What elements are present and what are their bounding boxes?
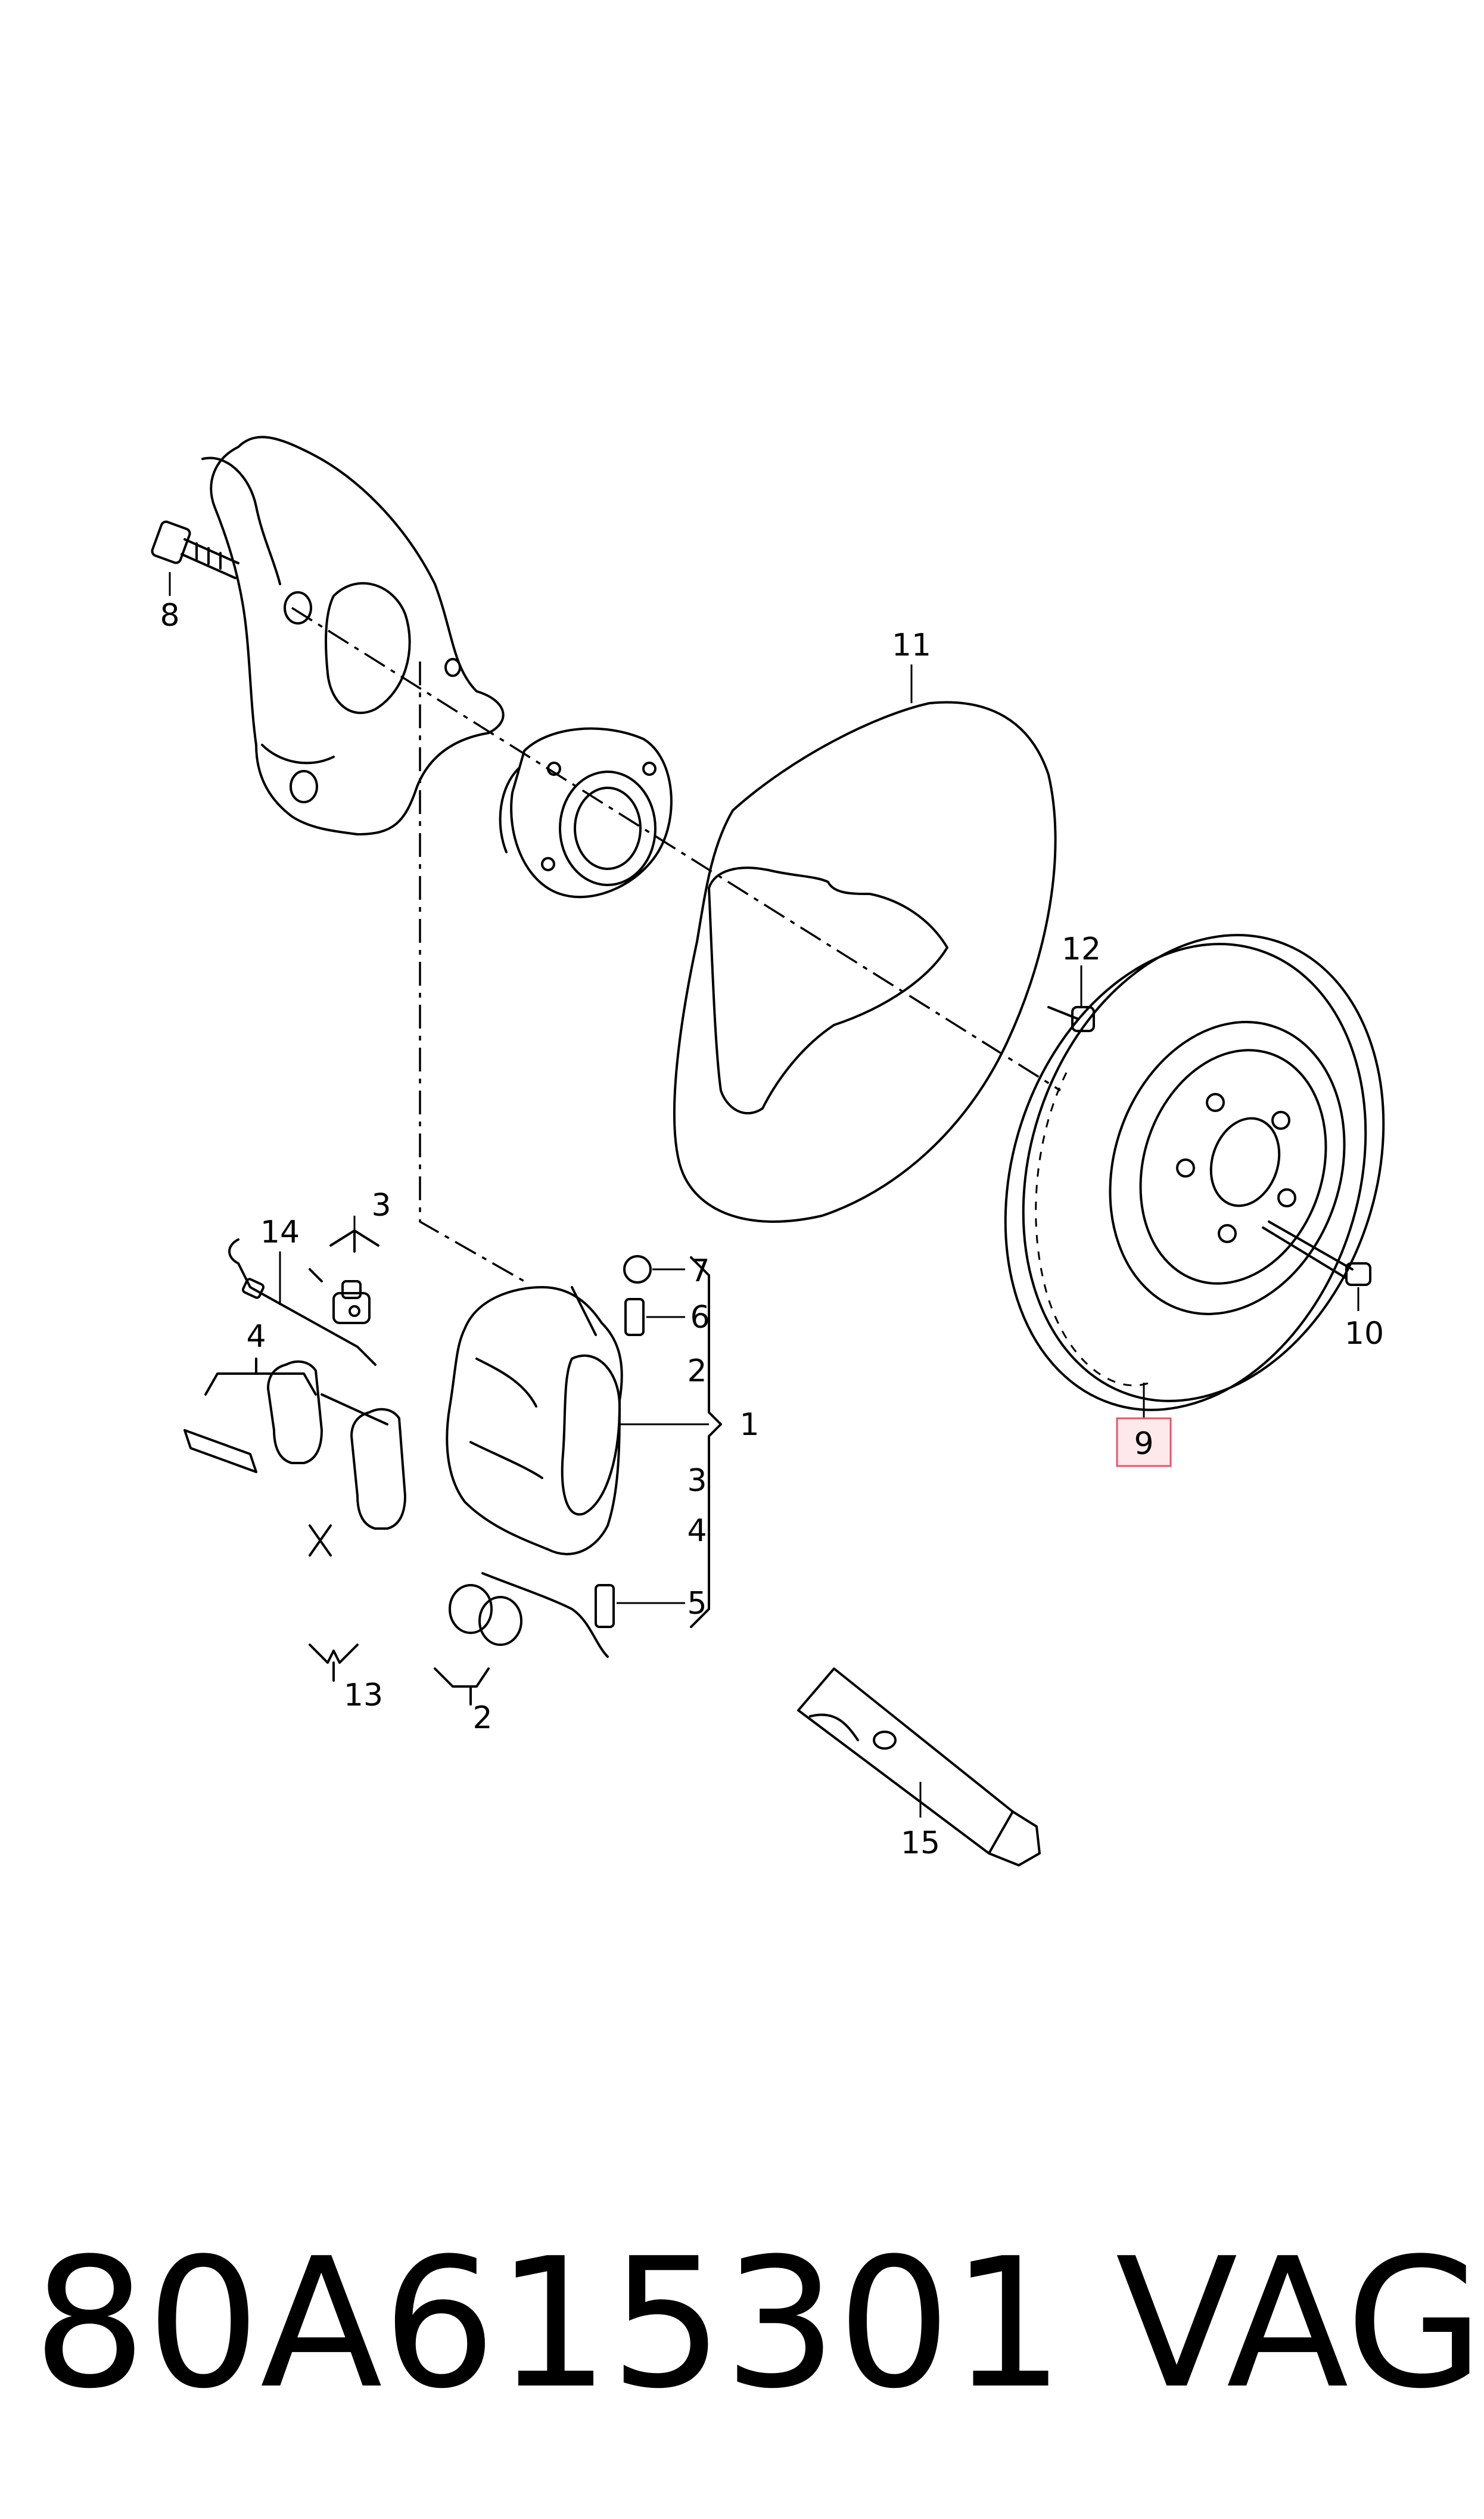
steering-knuckle: [201, 436, 505, 835]
brake-caliper-1: [446, 1286, 623, 1658]
fitting-5: [595, 1584, 685, 1628]
fitting-7: [623, 1255, 685, 1284]
bolt-10: [1262, 1220, 1371, 1311]
wear-sensor-14: [228, 1238, 377, 1366]
callout-2-bottom: 2: [472, 1700, 492, 1736]
callout-10: 10: [1345, 1316, 1384, 1352]
bolt-bushing-3: [309, 1216, 379, 1324]
brand-name: VAG: [1115, 2220, 1484, 2428]
group-bracket-13: [309, 1644, 359, 1682]
grease-tube-15: [797, 1667, 1041, 1866]
callout-11: 11: [892, 628, 931, 663]
callout-4-left: 4: [246, 1319, 266, 1355]
callout-14: 14: [260, 1215, 300, 1250]
group-bracket-4: [204, 1358, 317, 1396]
callout-4-right: 4: [687, 1513, 707, 1549]
callout-12: 12: [1062, 931, 1101, 967]
brake-pads-13: [183, 1360, 406, 1557]
callout-9: 9: [1134, 1426, 1153, 1462]
brake-disc-9: [1004, 934, 1385, 1418]
seal-rings-2: [449, 1584, 522, 1646]
bolt-8: [151, 520, 239, 596]
group-bracket-1: [620, 1256, 722, 1628]
footer: 80A615301 VAG: [0, 2199, 1484, 2449]
callout-3-top: 3: [371, 1188, 391, 1223]
splash-shield-11: [673, 664, 1057, 1223]
callout-9-highlight: [1116, 1417, 1172, 1467]
callout-13: 13: [344, 1678, 383, 1713]
wheel-hub: [499, 727, 673, 899]
callout-6: 6: [690, 1300, 710, 1335]
callout-7: 7: [690, 1253, 710, 1289]
callout-1: 1: [739, 1407, 759, 1443]
callout-5: 5: [687, 1586, 707, 1622]
callout-labels: 8 11 12 10 9 3 14 7 6 2 4 1 3 4 5 13 2 1…: [160, 598, 1384, 1861]
callout-8: 8: [160, 598, 179, 633]
alignment-lines: [291, 607, 1061, 1282]
group-bracket-2: [434, 1667, 490, 1706]
bolt-12: [1047, 965, 1095, 1032]
fitting-6: [624, 1298, 685, 1336]
callout-3-right: 3: [687, 1463, 707, 1499]
callout-2-right: 2: [687, 1353, 707, 1389]
part-number: 80A615301: [33, 2220, 1065, 2428]
callout-15: 15: [901, 1825, 940, 1861]
